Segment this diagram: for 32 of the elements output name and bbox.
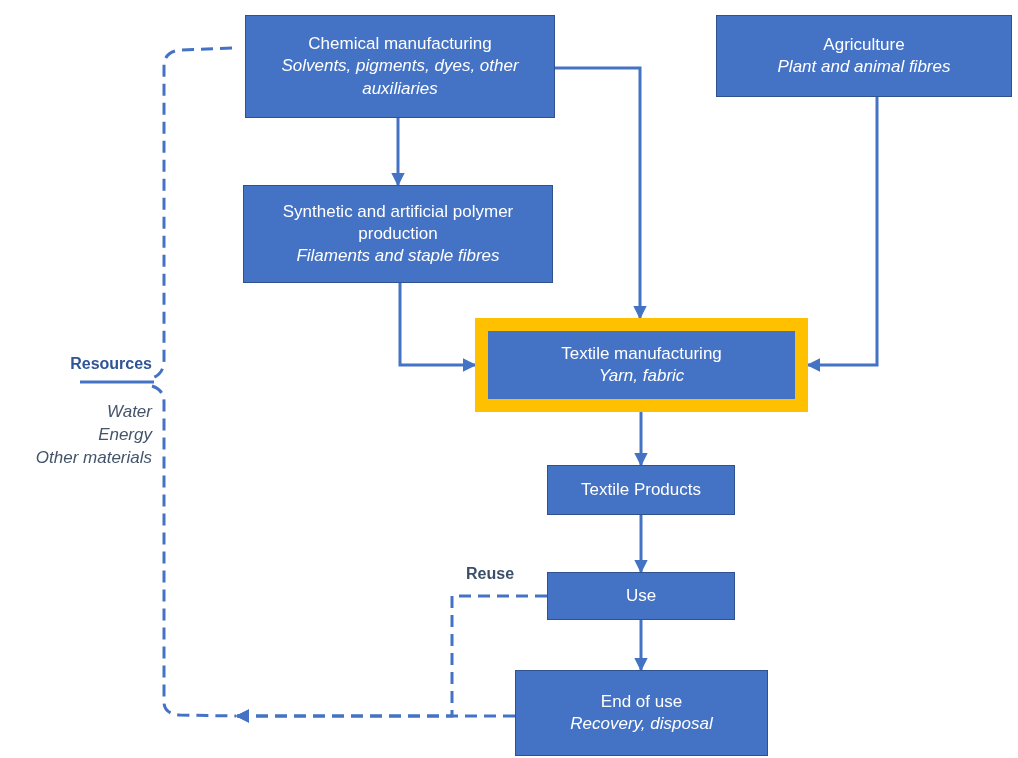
process-box (547, 572, 735, 620)
box-subtitle: Recovery, disposal (570, 713, 713, 735)
arrow (806, 97, 879, 372)
brace-label: Resources (70, 355, 152, 373)
arrow (634, 412, 648, 467)
edge-label: Reuse (466, 565, 515, 583)
process-box (716, 15, 1012, 97)
arrow (634, 620, 648, 672)
process-box (243, 185, 553, 283)
arrow (398, 283, 477, 372)
box-subtitle: Yarn, fabric (598, 365, 685, 387)
arrow (555, 66, 647, 320)
arrow (391, 118, 405, 187)
box-subtitle: Solvents, pigments, dyes, other auxiliaries (280, 55, 520, 100)
process-box (515, 670, 768, 756)
resource-item: Water (106, 402, 152, 422)
process-box (547, 465, 735, 515)
box-subtitle: Plant and animal fibres (777, 56, 951, 78)
resource-item: Other materials (35, 448, 152, 468)
box-title: Chemical manufacturing (308, 33, 492, 56)
arrow (235, 709, 515, 723)
box-title: Agriculture (823, 33, 905, 56)
arrow (634, 515, 648, 574)
process-box (245, 15, 555, 118)
box-title: Synthetic and artificial polymer production (281, 200, 515, 245)
box-title: Textile Products (581, 478, 701, 501)
box-title: Use (625, 584, 657, 607)
resource-item: Energy (98, 425, 152, 445)
box-title: End of use (600, 690, 683, 713)
box-subtitle: Filaments and staple fibres (296, 245, 500, 268)
box-title: Textile manufacturing (561, 342, 722, 365)
highlighted-process-box (475, 318, 808, 412)
